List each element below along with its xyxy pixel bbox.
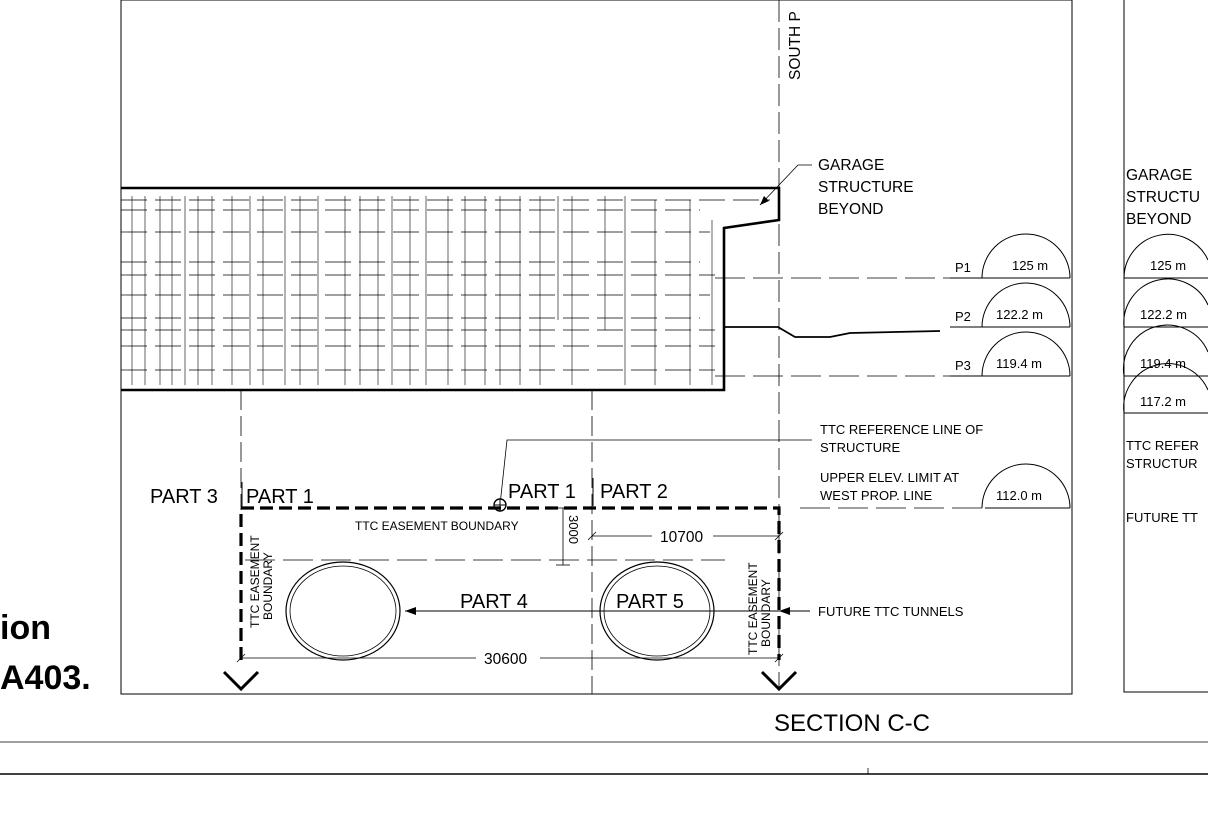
upper-limit-line2: WEST PROP. LINE [820, 488, 933, 503]
section-title: SECTION C-C [774, 710, 930, 737]
dim-10700: 10700 [660, 529, 703, 546]
easement-vertical-right-1: TTC EASEMENT [746, 562, 760, 655]
level-p2-name: P2 [955, 309, 971, 324]
part4-label: PART 4 [460, 591, 528, 613]
upper-limit-elev: 112.0 m [996, 488, 1042, 503]
ttc-easement-boundary [239, 506, 781, 660]
south-label: SOUTH P [787, 11, 804, 80]
upper-limit-line1: UPPER ELEV. LIMIT AT [820, 470, 959, 485]
ttc-ref-leader [499, 439, 812, 506]
ttc-ref-line1: TTC REFERENCE LINE OF [820, 422, 983, 437]
part1-right-label: PART 1 [508, 481, 576, 503]
right-elev-2: 122.2 m [1140, 307, 1187, 322]
part1-left-label: PART 1 [246, 486, 314, 508]
part5-label: PART 5 [616, 591, 684, 613]
garage-structure [121, 164, 812, 392]
right-elev-4: 117.2 m [1140, 394, 1186, 409]
right-ttc-ref-1: TTC REFER [1126, 438, 1199, 453]
level-p1-name: P1 [955, 260, 971, 275]
right-garage-2: STRUCTU [1126, 189, 1200, 206]
easement-vertical-left-2: BOUNDARY [261, 552, 275, 620]
garage-label-3: BEYOND [818, 201, 883, 218]
part2-label: PART 2 [600, 481, 668, 503]
ttc-ref-line2: STRUCTURE [820, 440, 900, 455]
level-p3-elev: 119.4 m [996, 356, 1042, 371]
left-fragment-line2: A403. [0, 659, 91, 697]
right-garage-3: BEYOND [1126, 211, 1191, 228]
part3-label: PART 3 [150, 486, 218, 508]
level-p3-name: P3 [955, 358, 971, 373]
garage-label-1: GARAGE [818, 157, 884, 174]
section-arrow-right [760, 670, 798, 692]
level-p2-elev: 122.2 m [996, 307, 1043, 322]
right-panel-frame [1123, 0, 1208, 693]
right-garage-1: GARAGE [1126, 167, 1192, 184]
right-ttc-ref-2: STRUCTUR [1126, 456, 1198, 471]
p2-floor-line [724, 326, 941, 338]
future-tunnels-label: FUTURE TTC TUNNELS [818, 604, 964, 619]
easement-boundary-label: TTC EASEMENT BOUNDARY [355, 519, 519, 533]
dim-3000: 3000 [566, 515, 581, 544]
main-frame [120, 0, 1073, 695]
right-elev-3: 119.4 m [1140, 356, 1186, 371]
dim-30600: 30600 [484, 651, 527, 668]
easement-vertical-right-2: BOUNDARY [759, 579, 773, 647]
left-fragment-line1: ion [0, 609, 51, 647]
right-future: FUTURE TT [1126, 510, 1198, 525]
right-panel: GARAGE STRUCTU BEYOND 125 m 122.2 m 119.… [1122, 167, 1208, 525]
right-elev-1: 125 m [1150, 258, 1186, 273]
easement-vertical-left-1: TTC EASEMENT [248, 535, 262, 628]
garage-label-2: STRUCTURE [818, 179, 914, 196]
section-arrow-left [222, 670, 260, 692]
level-p1-elev: 125 m [1012, 258, 1048, 273]
